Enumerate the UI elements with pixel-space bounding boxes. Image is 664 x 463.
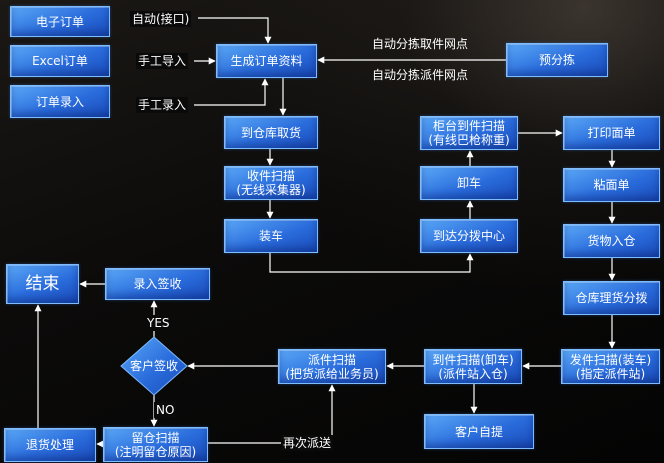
node-label: 仓库理货分拨 [575,291,648,305]
edge-label-yes: YES [145,315,172,331]
decision-label-customer-sign: 客户签收 [129,359,178,373]
node-label: 结束 [25,274,60,294]
node-excel-order: Excel订单 [10,45,110,77]
node-label-line2: (无线采集器) [236,183,306,197]
node-label: 退货处理 [25,438,74,452]
node-arrival-scan: 到件扫描(卸车) (派件站入仓) [424,349,522,384]
node-label-line1: 收件扫描 [246,169,295,183]
connector-auto-interface [198,17,272,44]
node-pre-sort: 预分拣 [506,43,608,77]
connector-manual-entry [194,78,269,106]
node-counter-scan: 柜台到件扫描 (有线巴枪称重) [420,116,518,150]
node-unloading: 卸车 [420,166,518,200]
node-label-line1: 柜台到件扫描 [432,119,505,133]
node-label-line1: 派件扫描 [307,352,356,367]
edge-label-auto-interface: 自动(接口) [130,11,192,27]
node-loading: 装车 [224,219,318,253]
node-electronic-order: 电子订单 [10,6,110,37]
node-dispatch-scan: 发件扫描(装车) (指定派件站) [561,349,660,384]
edge-label-pre-sort-pickup: 自动分拣取件网点 [372,37,469,51]
node-warehouse-pickup: 到仓库取货 [224,116,318,149]
node-label: 到仓库取货 [240,125,301,140]
edge-label-pre-sort-delivery: 自动分拣派件网点 [372,68,469,82]
node-label: 电子订单 [35,14,84,29]
node-order-entry: 订单录入 [10,85,110,118]
node-label: 生成订单资料 [230,54,303,68]
node-return: 退货处理 [4,428,96,462]
node-label-line2: (注明留仓原因) [114,444,197,459]
node-label-line2: (指定派件站) [575,366,646,381]
node-arrive-hub: 到达分拨中心 [420,219,518,253]
node-delivery-scan: 派件扫描 (把货派给业务员) [278,349,386,384]
node-label-line1: 到件扫描(卸车) [432,352,514,367]
node-label: 装车 [258,229,283,243]
node-label: 到达分拨中心 [432,229,505,243]
node-label-line2: (把货派给业务员) [285,366,379,381]
node-label: 粘面单 [593,178,630,192]
node-label-line2: (有线巴枪称重) [428,133,510,147]
node-receive-scan: 收件扫描 (无线采集器) [224,166,318,200]
edge-label-manual-import: 手工导入 [136,53,189,69]
node-label: 客户自提 [454,424,503,439]
node-generate-order: 生成订单资料 [216,44,317,78]
node-label-line2: (派件站入仓) [438,366,508,381]
node-record-sign: 录入签收 [105,268,210,300]
node-print-waybill: 打印面单 [563,116,660,150]
node-label: Excel订单 [32,54,88,68]
node-label: 货物入仓 [587,234,636,248]
edge-label-no: NO [154,402,177,418]
node-self-pickup: 客户自提 [424,414,534,449]
connector-loading-to-hub [269,253,474,273]
decision-diamond-customer-sign [120,336,188,396]
node-label: 订单录入 [35,94,84,109]
node-end: 结束 [6,264,79,304]
node-sorting: 仓库理货分拨 [563,281,660,315]
node-paste-waybill: 粘面单 [563,168,660,202]
node-label: 打印面单 [587,126,636,140]
edge-label-manual-entry: 手工录入 [136,97,189,113]
node-goods-in: 货物入仓 [563,224,660,258]
node-label: 预分拣 [538,53,575,67]
node-label-line1: 发件扫描(装车) [569,352,652,367]
edge-label-redeliver: 再次派送 [281,435,334,451]
node-label: 录入签收 [133,277,182,291]
node-label: 卸车 [456,176,481,190]
node-hold-scan: 留仓扫描 (注明留仓原因) [103,427,208,462]
node-label-line1: 留仓扫描 [131,430,180,445]
